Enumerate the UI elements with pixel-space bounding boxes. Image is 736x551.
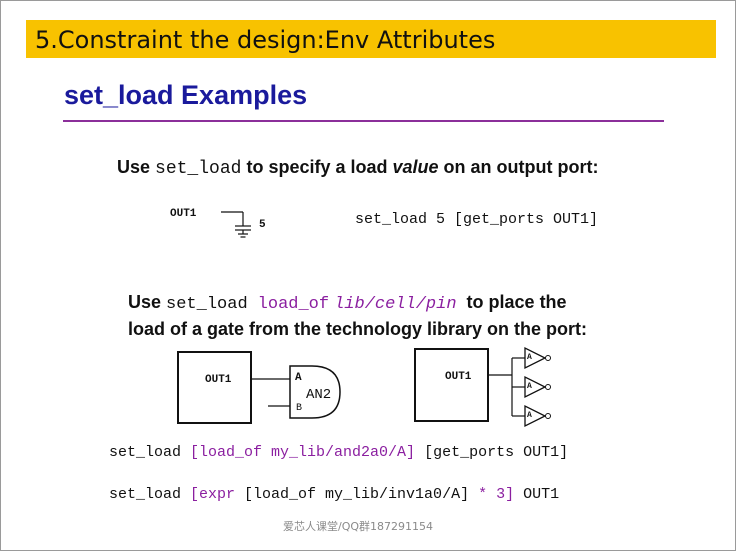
value-word: value <box>392 157 439 177</box>
watermark-footer: 爱芯人课堂/QQ群187291154 <box>283 520 434 533</box>
port-label: OUT1 <box>170 208 197 220</box>
cmd-part-load-of: [load_of my_lib/and2a0/A] <box>190 444 416 461</box>
cmd-part: set_load <box>109 444 191 461</box>
load-of-keyword: load_of <box>257 295 330 314</box>
slide-title: set_load Examples <box>64 80 308 110</box>
example2-line1: Use set_load load_of lib/cell/pin to pla… <box>128 290 587 317</box>
capacitor-load-icon <box>221 211 251 238</box>
command-example1: set_load 5 [get_ports OUT1] <box>355 211 599 228</box>
text-mid: to specify a load <box>241 157 393 177</box>
example1-description: Use set_load to specify a load value on … <box>117 157 598 179</box>
section-banner: 5.Constraint the design:Env Attributes <box>26 20 716 58</box>
command-example2: set_load [load_of my_lib/and2a0/A] [get_… <box>109 444 568 461</box>
cmd-part-multiply: * 3] <box>469 486 515 503</box>
port-label-right: OUT1 <box>445 371 472 383</box>
text-suffix: on an output port: <box>438 157 599 177</box>
inverter-pin-2: A <box>527 382 532 391</box>
cmd-part: set_load <box>109 486 191 503</box>
port-label-left: OUT1 <box>205 374 232 386</box>
gate-pin-b: B <box>296 403 303 414</box>
command-example3: set_load [expr [load_of my_lib/inv1a0/A]… <box>109 486 559 503</box>
title-underline <box>63 120 664 122</box>
lib-path: lib/cell/pin <box>334 295 457 314</box>
cmd-part: OUT1 <box>514 486 560 503</box>
module-box-right <box>414 348 489 422</box>
cmd-part-load-of: [load_of my_lib/inv1a0/A] <box>244 486 470 503</box>
cap-value: 5 <box>259 219 266 231</box>
gate-pin-a: A <box>295 372 302 384</box>
module-box-left <box>177 351 252 424</box>
cmd-name: set_load <box>166 295 248 314</box>
text-suffix: to place the <box>461 292 567 312</box>
cmd-name: set_load <box>155 159 242 179</box>
gate-name: AN2 <box>306 387 332 403</box>
inverter-fanout-icon <box>489 346 551 428</box>
and-gate-icon <box>252 365 341 419</box>
text-prefix: Use <box>117 157 156 177</box>
cmd-part-expr: [expr <box>190 486 245 503</box>
example2-line2: load of a gate from the technology libra… <box>128 319 588 339</box>
inverter-pin-3: A <box>527 411 532 420</box>
example2-description: Use set_load load_of lib/cell/pin to pla… <box>128 290 587 341</box>
cmd-part: [get_ports OUT1] <box>415 444 569 461</box>
text-prefix: Use <box>128 292 167 312</box>
inverter-pin-1: A <box>527 353 532 362</box>
